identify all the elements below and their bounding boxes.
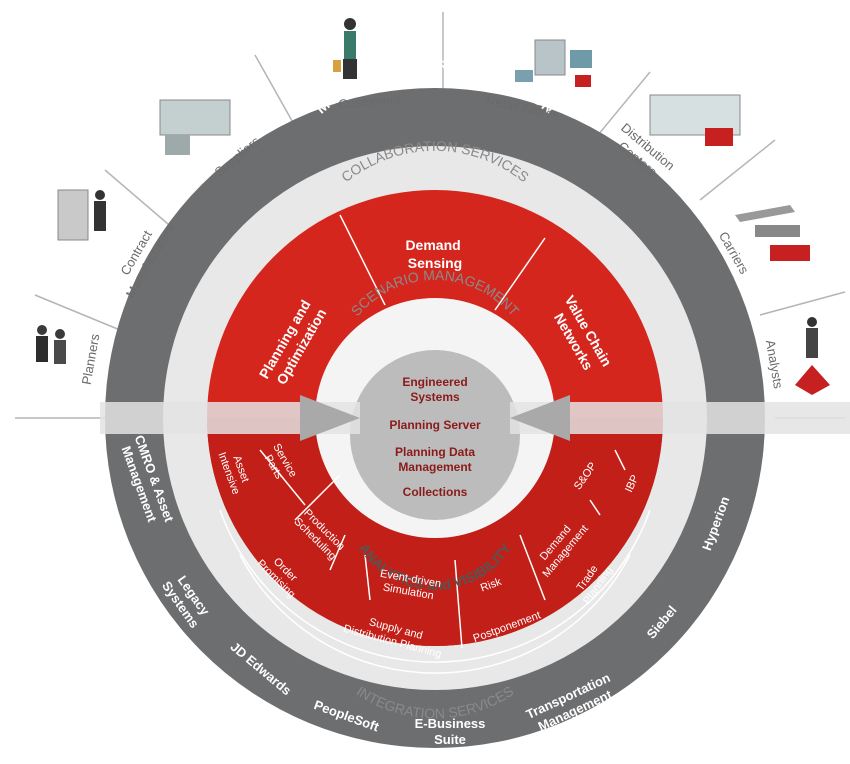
analysts-label: Analysts xyxy=(763,339,786,390)
supplier-warehouse-icon xyxy=(159,99,231,155)
right-arrow-icon xyxy=(510,395,570,441)
customers-label: Customers xyxy=(338,91,402,111)
building-icon xyxy=(57,189,106,241)
demand-sensing-label: Demand Sensing xyxy=(405,237,464,271)
stakeholder-dividers xyxy=(15,12,846,419)
core-pdm-1: Planning Data xyxy=(395,445,475,459)
planners-label: Planners xyxy=(79,332,103,386)
core-planning-server: Planning Server xyxy=(389,418,481,432)
core-engineered-2: Systems xyxy=(410,390,460,404)
demand-sensing-line2: Sensing xyxy=(408,255,462,271)
core-circle xyxy=(350,350,520,520)
upper-dividers xyxy=(339,214,546,311)
left-arrow-icon xyxy=(300,395,360,441)
retail-stores-icon xyxy=(515,39,592,87)
distribution-center-icon xyxy=(649,94,741,146)
carriers-icon xyxy=(735,205,810,261)
core-labels: Engineered Systems Planning Server Plann… xyxy=(389,375,481,499)
demand-sensing-line1: Demand xyxy=(405,237,460,253)
core-engineered-1: Engineered xyxy=(402,375,467,389)
analyst-icon xyxy=(795,317,830,395)
core-pdm-2: Management xyxy=(398,460,471,474)
lower-dividers xyxy=(219,449,651,674)
customer-person-icon xyxy=(333,18,357,79)
core-collections: Collections xyxy=(403,485,468,499)
planners-icon xyxy=(36,325,66,364)
